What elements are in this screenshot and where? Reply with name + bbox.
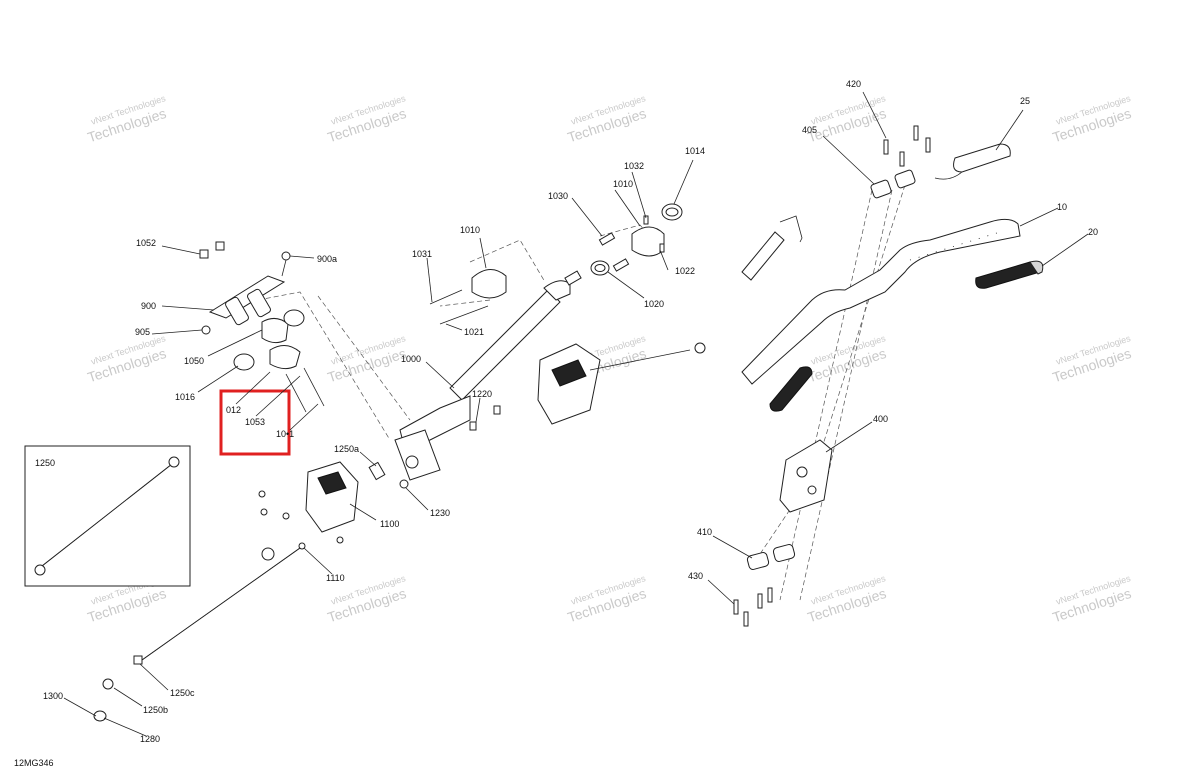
part-clamps-405[interactable]	[870, 169, 916, 199]
part-bushing-1010-left[interactable]	[471, 269, 507, 299]
part-bolt-900a[interactable]	[281, 251, 291, 277]
callout-label: 1000	[401, 354, 421, 364]
part-steering-column[interactable]	[394, 280, 571, 481]
callout-label: 900a	[317, 254, 337, 264]
part-ring-1014[interactable]	[661, 203, 683, 221]
part-nut-1280[interactable]	[93, 710, 107, 722]
callout-labels: 420 25 405 1014 1032 1010 1030 1010 1031…	[35, 79, 1098, 744]
part-bushings-1050[interactable]	[261, 318, 301, 370]
callout-label: 1250b	[143, 705, 168, 715]
callout-label: 1022	[675, 266, 695, 276]
part-grip-right[interactable]	[975, 260, 1044, 289]
callout-label: 1014	[685, 146, 705, 156]
part-bolts-1011[interactable]	[285, 367, 325, 413]
part-wire-bracket	[741, 215, 803, 281]
part-bracket-900[interactable]	[208, 275, 286, 326]
callout-label: 1300	[43, 691, 63, 701]
part-bolt-1250a[interactable]	[368, 461, 386, 481]
callout-label: 1050	[184, 356, 204, 366]
part-riser-400[interactable]	[779, 439, 833, 513]
callout-label: 1220	[472, 389, 492, 399]
part-rings-1016[interactable]	[233, 309, 305, 371]
part-bolts-420[interactable]	[883, 125, 931, 167]
diagram-id: 12MG346	[14, 758, 54, 768]
callout-label: 430	[688, 571, 703, 581]
part-screws-1110[interactable]	[258, 490, 344, 550]
callout-label: 012	[226, 405, 241, 415]
callout-label: 1053	[245, 417, 265, 427]
callout-label: 1110	[326, 573, 345, 583]
callout-label: 1100	[380, 519, 399, 529]
part-ring-1020[interactable]	[590, 260, 610, 276]
callout-label: 1010	[460, 225, 480, 235]
part-grip-left[interactable]	[769, 366, 813, 412]
callout-label: 905	[135, 327, 150, 337]
callout-label: 1250c	[170, 688, 195, 698]
callout-label: 1032	[624, 161, 644, 171]
inset-box-1250	[24, 445, 191, 587]
part-bushing-1010-right[interactable]	[631, 226, 665, 257]
callout-label: 20	[1088, 227, 1098, 237]
part-cover-1000b[interactable]	[537, 343, 601, 425]
part-fastener-1220[interactable]	[469, 405, 501, 431]
part-nut-905[interactable]	[201, 325, 211, 335]
callout-label: 1230	[430, 508, 450, 518]
callout-label: 1052	[136, 238, 156, 248]
part-fasteners-1052[interactable]	[199, 241, 225, 259]
callout-label: 1030	[548, 191, 568, 201]
part-small-bolts-1032-1022[interactable]	[643, 215, 665, 253]
part-cover-1100[interactable]	[305, 461, 359, 533]
part-tie-rod-lower[interactable]	[102, 547, 301, 690]
highlight-box	[219, 389, 291, 456]
leader-lines	[63, 91, 1089, 737]
part-tie-rod-upper[interactable]	[589, 342, 706, 371]
part-lower-clamps-410[interactable]	[746, 544, 796, 571]
part-throttle-grip-25[interactable]	[934, 143, 1011, 180]
callout-label: 410	[697, 527, 712, 537]
callout-label: 1016	[175, 392, 195, 402]
callout-label: 400	[873, 414, 888, 424]
callout-label: 10•1	[276, 429, 294, 439]
callout-label: 405	[802, 125, 817, 135]
callout-label: 1250	[35, 458, 55, 468]
callout-label: 10	[1057, 202, 1067, 212]
callout-label: 1031	[412, 249, 432, 259]
part-bolts-1031-1021[interactable]	[429, 289, 489, 325]
callout-label: 1250a	[334, 444, 359, 454]
callout-label: 1010	[613, 179, 633, 189]
callout-label: 1020	[644, 299, 664, 309]
callout-label: 420	[846, 79, 861, 89]
callout-label: 900	[141, 301, 156, 311]
part-bolts-430[interactable]	[733, 587, 773, 627]
callout-label: 1280	[140, 734, 160, 744]
callout-label: 25	[1020, 96, 1030, 106]
part-handlebar[interactable]	[741, 218, 1021, 385]
part-pins[interactable]	[564, 232, 630, 286]
part-nut-1230[interactable]	[399, 479, 409, 489]
callout-label: 1021	[464, 327, 484, 337]
